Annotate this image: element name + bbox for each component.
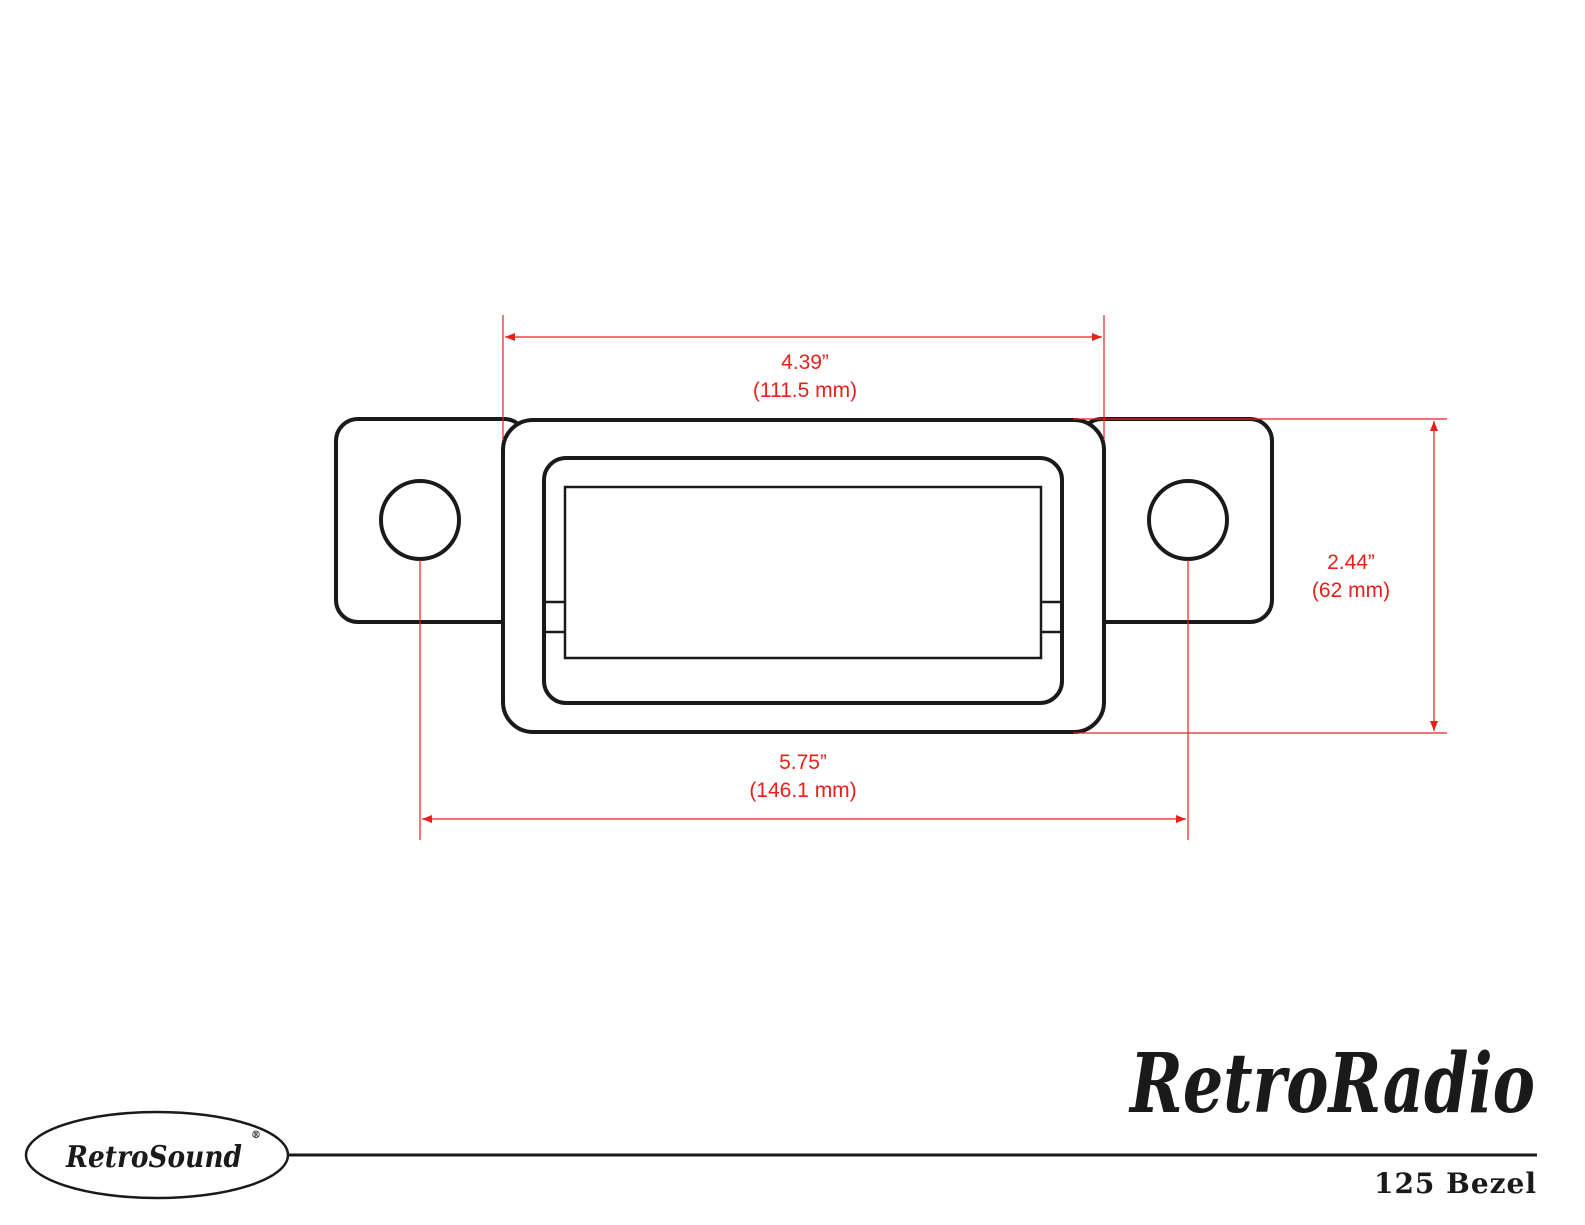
height-dimension: 2.44” (62 mm) [1073, 418, 1447, 734]
height-mm: (62 mm) [1312, 579, 1390, 602]
hole-spacing-mm: (146.1 mm) [749, 779, 856, 802]
retrosound-logo: RetroSound [65, 1140, 242, 1175]
retrosound-logo-oval [24, 1110, 290, 1200]
height-inches: 2.44” [1327, 551, 1375, 574]
bezel-inner-frame [542, 456, 1064, 705]
top-width-mm: (111.5 mm) [753, 379, 857, 402]
bezel-window [563, 485, 1043, 660]
right-mounting-hole [1147, 479, 1229, 561]
registered-mark: ® [251, 1130, 261, 1141]
top-width-inches: 4.39” [781, 351, 829, 374]
retroradio-logo: RetroRadio [1128, 1036, 1535, 1132]
hole-spacing-inches: 5.75” [779, 751, 827, 774]
hole-spacing-dimension: 5.75” (146.1 mm) [419, 560, 1189, 840]
left-mounting-hole [379, 479, 461, 561]
top-width-dimension: 4.39” (111.5 mm) [502, 315, 1105, 440]
drawing-title: 125 Bezel [1374, 1167, 1537, 1200]
